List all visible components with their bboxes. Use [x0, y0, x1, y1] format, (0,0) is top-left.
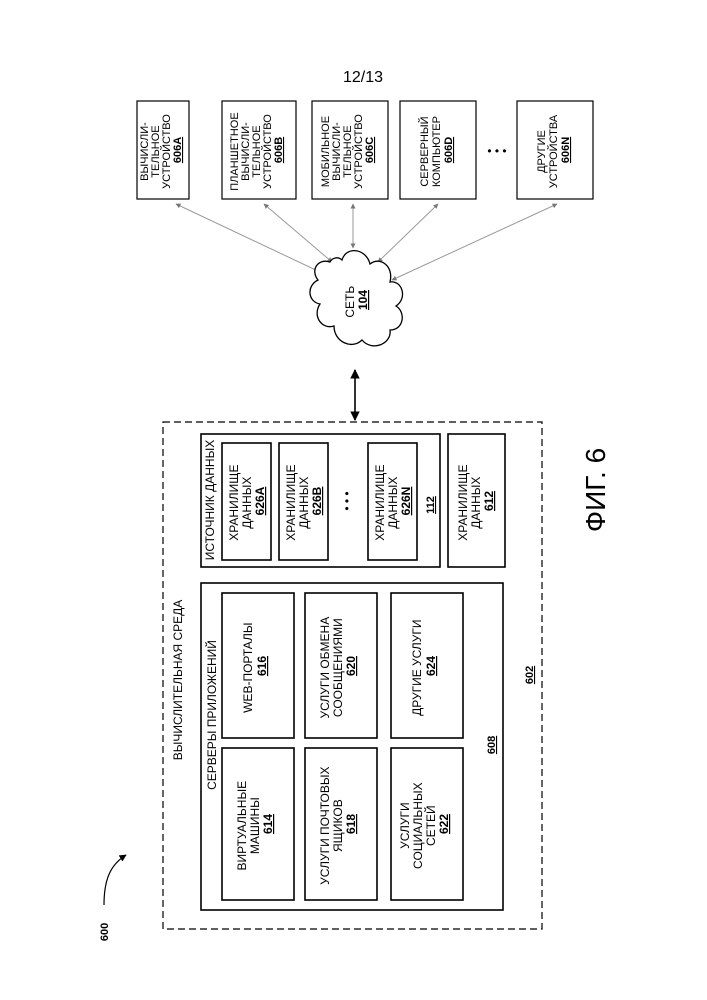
data-store-626a: ХРАНИЛИЩЕ ДАННЫХ 626A — [222, 443, 271, 560]
system-ref-arrow — [104, 855, 126, 905]
application-servers-ref: 608 — [486, 736, 498, 754]
data-store-626b: ХРАНИЛИЩЕ ДАННЫХ 626B — [279, 443, 328, 560]
computing-environment-label: ВЫЧИСЛИТЕЛЬНАЯ СРЕДА — [171, 600, 185, 761]
data-store-612: ХРАНИЛИЩЕ ДАННЫХ 612 — [448, 434, 505, 567]
system-ref: 600 — [99, 923, 111, 941]
devices-ellipsis: • • • — [487, 144, 506, 158]
service-620: УСЛУГИ ОБМЕНА СООБЩЕНИЯМИ 620 — [305, 593, 377, 738]
service-614: ВИРТУАЛЬНЫЕ МАШИНЫ 614 — [222, 748, 294, 900]
device-606a: ВЫЧИСЛИ- ТЕЛЬНОЕ УСТРОЙСТВО 606A — [137, 101, 189, 199]
data-stores-ellipsis: • • • — [340, 491, 354, 510]
device-606d: СЕРВЕРНЫЙ КОМПЬЮТЕР 606D — [400, 101, 476, 199]
sheet-number: 12/13 — [343, 69, 383, 86]
computing-environment-ref: 602 — [524, 666, 536, 684]
device-606n: ДРУГИЕ УСТРОЙСТВА 606N — [517, 101, 593, 199]
service-616: WEB-ПОРТАЛЫ 616 — [222, 593, 294, 738]
device-606b: ПЛАНШЕТНОЕ ВЫЧИСЛИ- ТЕЛЬНОЕ УСТРОЙСТВО 6… — [222, 101, 296, 199]
application-servers-label: СЕРВЕРЫ ПРИЛОЖЕНИЙ — [204, 640, 219, 790]
data-source-ref: 112 — [425, 496, 437, 514]
data-store-626n: ХРАНИЛИЩЕ ДАННЫХ 626N — [368, 443, 417, 560]
service-622: УСЛУГИ СОЦИАЛЬНЫХ СЕТЕЙ 622 — [391, 748, 463, 900]
service-618: УСЛУГИ ПОЧТОВЫХ ЯЩИКОВ 618 — [305, 748, 377, 900]
figure-label: ФИГ. 6 — [580, 448, 611, 532]
network-cloud: СЕТЬ 104 — [310, 251, 403, 346]
device-606c: МОБИЛЬНОЕ ВЫЧИСЛИ- ТЕЛЬНОЕ УСТРОЙСТВО 60… — [312, 101, 388, 199]
service-624: ДРУГИЕ УСЛУГИ 624 — [391, 593, 463, 738]
data-source-label: ИСТОЧНИК ДАННЫХ — [203, 440, 217, 560]
